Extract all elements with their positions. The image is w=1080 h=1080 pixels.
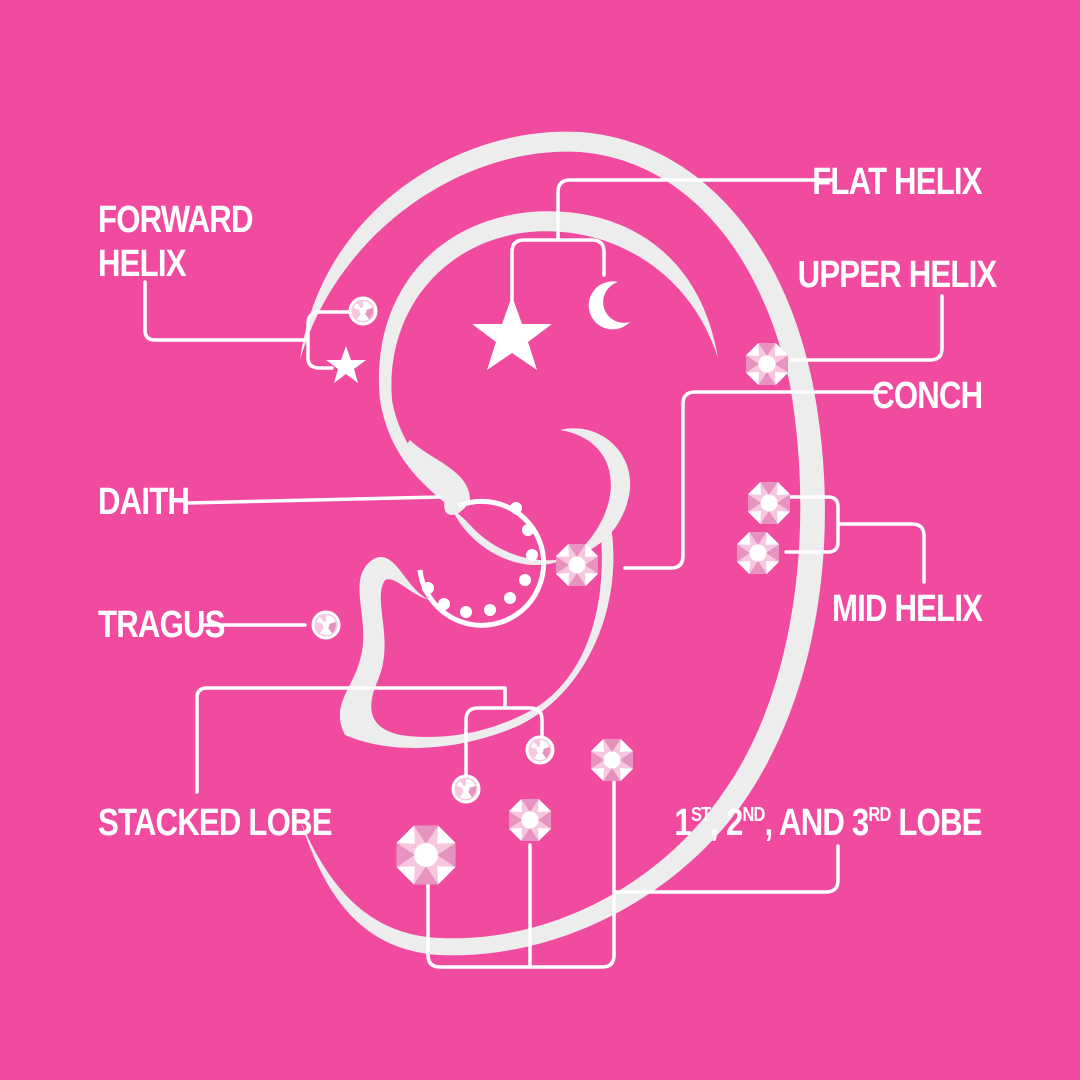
lobe-2nd-gem-stud-icon [509,799,551,841]
ear-outline [300,131,825,956]
lobe-label-tail: LOBE [890,802,983,844]
daith-label: DAITH [98,481,190,523]
mid-helix-gem-stud-icon-1 [748,482,790,524]
lobe-label-number-2: 2 [726,802,743,844]
forward-helix-star-icon [326,346,366,383]
stacked-lobe-label: STACKED LOBE [98,802,332,844]
daith-leader [186,495,442,505]
forward-helix-small-gem-stud-icon [348,296,378,326]
forward-helix-label-line-2: HELIX [98,243,186,285]
lobe-label-number-3: 3 [852,802,869,844]
daith-hoop-ring-icon [417,498,547,628]
lobe-label-number-1: 1 [674,802,692,844]
mid-helix-label: MID HELIX [831,588,983,630]
leader-lines [143,178,944,969]
lobe-3rd-gem-stud-icon [591,739,633,781]
upper-helix-leader [790,294,944,362]
lobe-label-separator-1: , [710,802,727,844]
flat-helix-leader [510,178,834,302]
moon-icon [588,281,630,330]
lobe-label-suffix-3: RD [868,804,892,826]
flat-helix-label: FLAT HELIX [812,161,982,203]
tragus-label: TRAGUS [98,604,225,646]
lobe-label: 1ST, 2ND, AND 3RD LOBE [674,801,983,845]
conch-leader [623,390,888,570]
stacked-lobe-leader [195,686,544,794]
forward-helix-label-line-1: FORWARD [98,199,253,241]
forward-helix-leader [143,280,364,370]
conch-label: CONCH [871,375,983,417]
stacked-lobe-small-gem-stud-icon-2 [525,735,555,765]
upper-helix-label: UPPER HELIX [797,254,997,296]
upper-helix-gem-stud-icon [746,343,788,385]
lobe-label-suffix-2: ND [742,804,766,826]
lobe-label-separator-2: , AND [764,802,853,844]
mid-helix-gem-stud-icon-2 [737,532,779,574]
stacked-lobe-small-gem-stud-icon-1 [451,774,481,804]
star-icon [472,296,552,370]
tragus-small-gem-stud-icon [311,610,341,640]
forward-helix-label: FORWARD HELIX [98,198,253,286]
mid-helix-leader [784,495,926,584]
lobe-leader [426,780,840,969]
conch-gem-stud-icon [556,544,598,586]
lobe-1st-gem-stud-icon [396,825,456,885]
lobe-label-suffix-1: ST [691,804,711,826]
